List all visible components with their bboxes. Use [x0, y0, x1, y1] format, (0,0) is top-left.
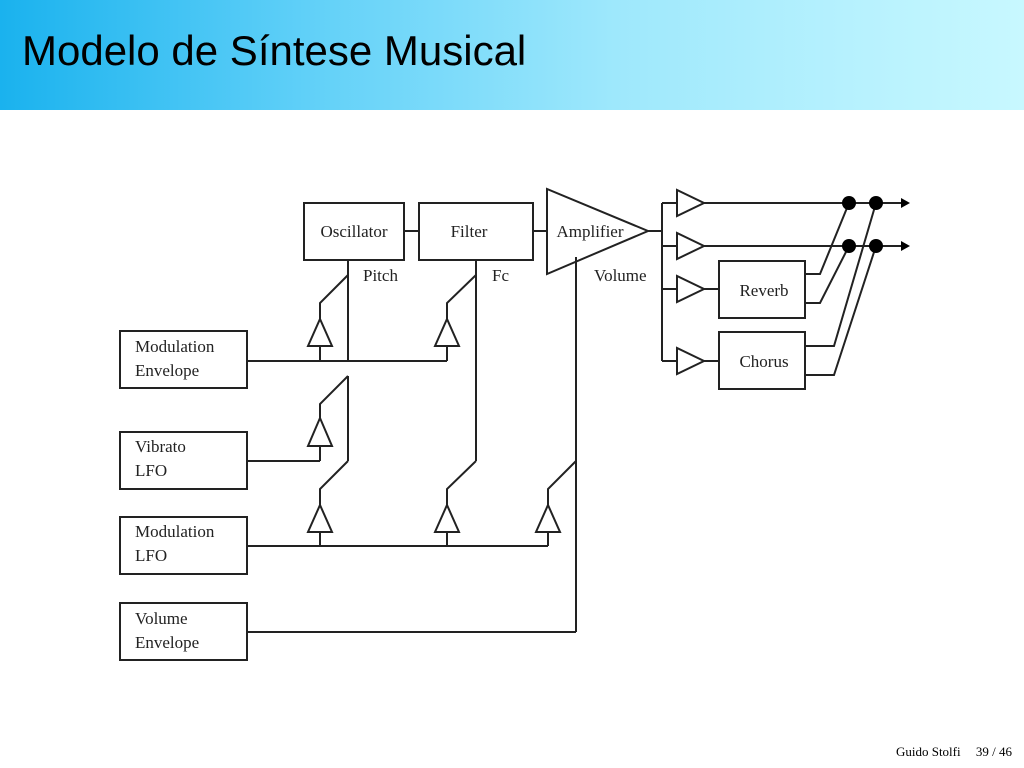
- fc-gain-1-icon: [433, 316, 461, 347]
- pitch-gain-3-icon: [306, 502, 334, 533]
- pitch-label: Pitch: [363, 266, 398, 285]
- oscillator-label: Oscillator: [320, 222, 387, 241]
- title-bar: Modelo de Síntese Musical: [0, 0, 1024, 110]
- vibrato-lfo-label-1: Vibrato: [135, 437, 186, 456]
- volume-gain-icon: [534, 502, 562, 533]
- junction-dot: [869, 196, 883, 210]
- output-right-arrow-icon: [901, 241, 910, 251]
- output-left-arrow-icon: [901, 198, 910, 208]
- modulation-lfo-label-2: LFO: [135, 546, 167, 565]
- out-gain-2-icon: [676, 231, 707, 261]
- modulation-envelope-label-2: Envelope: [135, 361, 199, 380]
- reverb-return-right: [805, 245, 850, 304]
- fc-switch-1-arm: [446, 274, 477, 319]
- modulation-envelope-block: [119, 330, 248, 389]
- junction-dot: [842, 239, 856, 253]
- out-gain-4-icon: [676, 346, 707, 376]
- out-gain-3-icon: [676, 274, 707, 304]
- chorus-return-left: [805, 202, 877, 347]
- fc-label: Fc: [492, 266, 509, 285]
- volume-label: Volume: [594, 266, 647, 285]
- volume-switch-arm: [547, 460, 577, 505]
- author-name: Guido Stolfi: [895, 744, 961, 759]
- pitch-switch-2-arm: [319, 375, 349, 418]
- slide-title: Modelo de Síntese Musical: [22, 27, 527, 74]
- junction-dot: [842, 196, 856, 210]
- chorus-return-right: [805, 245, 877, 376]
- pitch-gain-1-icon: [306, 316, 334, 347]
- fc-gain-2-icon: [433, 502, 461, 533]
- volume-envelope-label-2: Envelope: [135, 633, 199, 652]
- slide-footer: Guido Stolfi 39 / 46: [896, 744, 1012, 760]
- junction-dot: [869, 239, 883, 253]
- modulation-lfo-label-1: Modulation: [135, 522, 215, 541]
- volume-envelope-label-1: Volume: [135, 609, 188, 628]
- amplifier-label: Amplifier: [556, 222, 623, 241]
- fc-switch-2-arm: [446, 460, 477, 505]
- pitch-switch-1: [319, 274, 349, 319]
- modulation-envelope-label-1: Modulation: [135, 337, 215, 356]
- out-gain-1-icon: [676, 188, 707, 218]
- pitch-switch-3-arm: [319, 460, 349, 505]
- filter-label: Filter: [451, 222, 488, 241]
- reverb-label: Reverb: [739, 281, 788, 300]
- chorus-label: Chorus: [739, 352, 788, 371]
- reverb-return-left: [805, 202, 850, 275]
- pitch-gain-2-icon: [306, 415, 334, 447]
- page-number: 39 / 46: [975, 744, 1012, 759]
- vibrato-lfo-label-2: LFO: [135, 461, 167, 480]
